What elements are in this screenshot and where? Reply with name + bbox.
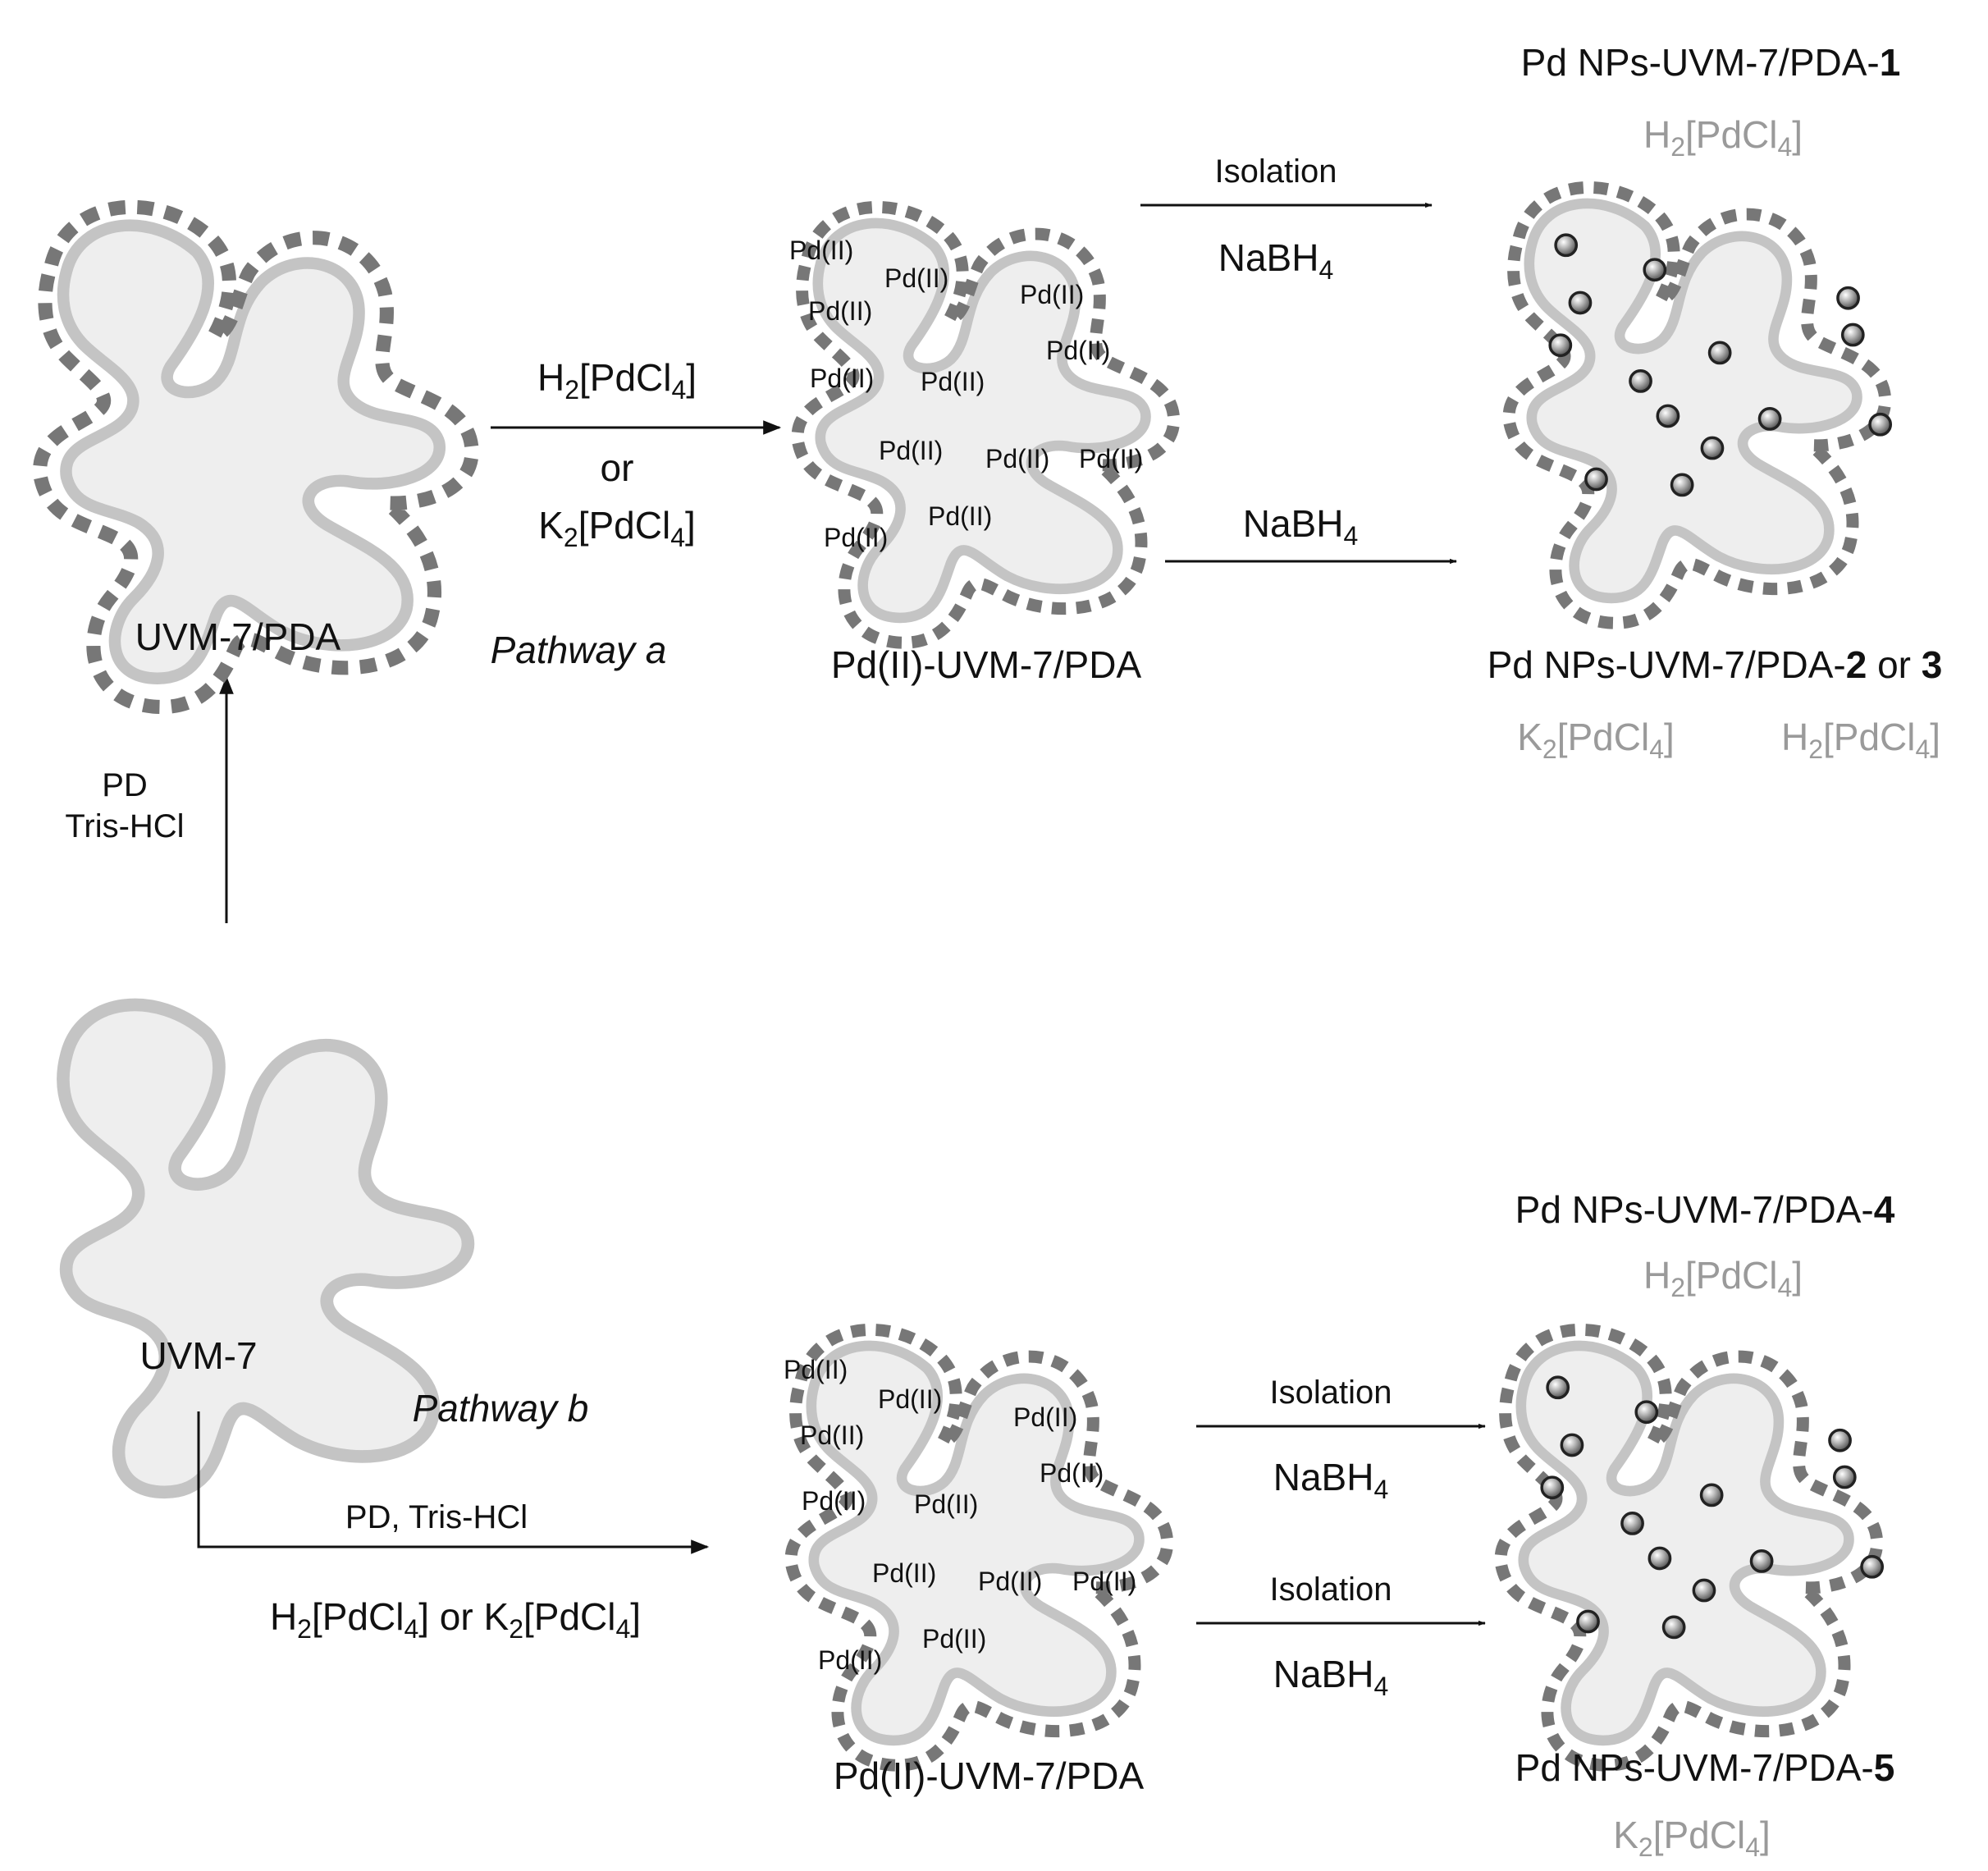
pd-site: Pd(II): [802, 1486, 866, 1516]
pd-site: Pd(II): [978, 1567, 1042, 1596]
pd-site: Pd(II): [1046, 336, 1110, 365]
pathway-a-label: Pathway a: [491, 629, 667, 671]
pd-site: Pd(II): [985, 444, 1049, 473]
pd-site: Pd(II): [884, 263, 948, 293]
uvm7-label: UVM-7: [139, 1334, 257, 1377]
product-1-precursor: H2[PdCl4]: [1643, 113, 1803, 162]
pd-site: Pd(II): [878, 1384, 942, 1414]
pd-site: Pd(II): [1079, 444, 1143, 473]
reagent-nabh4-a1: NaBH4: [1218, 236, 1334, 285]
pd2-sites-b: Pd(II) Pd(II) Pd(II) Pd(II) Pd(II) Pd(II…: [784, 1355, 1136, 1675]
pd-site: Pd(II): [879, 436, 943, 465]
product-5-label: Pd NPs-UVM-7/PDA-5: [1515, 1746, 1895, 1789]
product-2-precursor: K2[PdCl4]: [1517, 716, 1675, 764]
reagent-nabh4-b2: NaBH4: [1273, 1653, 1389, 1701]
pd-site: Pd(II): [789, 236, 853, 265]
pd-site: Pd(II): [824, 523, 888, 552]
pd-site: Pd(II): [1020, 280, 1084, 309]
pd2-particle-b: [791, 1329, 1168, 1765]
pd-site: Pd(II): [922, 1624, 986, 1654]
pd-nps-particle-a: [1509, 187, 1893, 623]
pd-site: Pd(II): [784, 1355, 848, 1384]
product-3-precursor: H2[PdCl4]: [1781, 716, 1940, 764]
reagent-h2-or-k2: H2[PdCl4] or K2[PdCl4]: [270, 1595, 641, 1644]
reagent-nabh4-b1: NaBH4: [1273, 1456, 1389, 1504]
pd2-label-b: Pd(II)-UVM-7/PDA: [834, 1754, 1145, 1797]
pd2-particle-a: [797, 207, 1174, 643]
pd2-sites-a: Pd(II) Pd(II) Pd(II) Pd(II) Pd(II) Pd(II…: [789, 236, 1143, 552]
uvm7-particle: [63, 1004, 468, 1492]
reagent-pd-tris-hcl: PD, Tris-HCl: [345, 1499, 528, 1535]
pd-site: Pd(II): [872, 1558, 936, 1588]
reagent-isolation-b1: Isolation: [1270, 1375, 1392, 1411]
reagent-or: or: [601, 446, 634, 489]
pd-site: Pd(II): [914, 1489, 978, 1519]
reagent-isolation-b2: Isolation: [1270, 1571, 1392, 1608]
pd2-label-a: Pd(II)-UVM-7/PDA: [831, 643, 1142, 686]
pd-site: Pd(II): [818, 1645, 882, 1675]
product-5-precursor: K2[PdCl4]: [1613, 1814, 1771, 1862]
product-4-label: Pd NPs-UVM-7/PDA-4: [1515, 1188, 1895, 1231]
pd-site: Pd(II): [810, 364, 874, 393]
pathway-b-label: Pathway b: [413, 1387, 589, 1430]
product-4-precursor: H2[PdCl4]: [1643, 1254, 1803, 1302]
reagent-pd: PD: [102, 767, 148, 803]
pd-site: Pd(II): [808, 296, 872, 326]
pd-site: Pd(II): [1013, 1402, 1077, 1432]
pd-site: Pd(II): [1040, 1458, 1104, 1488]
reagent-k2pdcl4: K2[PdCl4]: [538, 504, 696, 552]
pd-site: Pd(II): [800, 1420, 864, 1450]
reagent-h2pdcl4: H2[PdCl4]: [537, 356, 697, 405]
pd-site: Pd(II): [1072, 1567, 1136, 1596]
pd-site: Pd(II): [928, 501, 992, 531]
product-2-3-label: Pd NPs-UVM-7/PDA-2 or 3: [1488, 643, 1943, 686]
reagent-isolation-a: Isolation: [1215, 153, 1337, 190]
pd-nps-particle-b: [1501, 1329, 1885, 1765]
reagent-nabh4-a2: NaBH4: [1243, 502, 1359, 551]
pd-site: Pd(II): [921, 367, 985, 396]
reagent-tris-hcl: Tris-HCl: [65, 808, 184, 844]
product-1-label: Pd NPs-UVM-7/PDA-1: [1521, 41, 1901, 84]
uvm7-pda-label: UVM-7/PDA: [135, 615, 341, 658]
arrow-pathway-b-step1: [197, 1411, 710, 1554]
